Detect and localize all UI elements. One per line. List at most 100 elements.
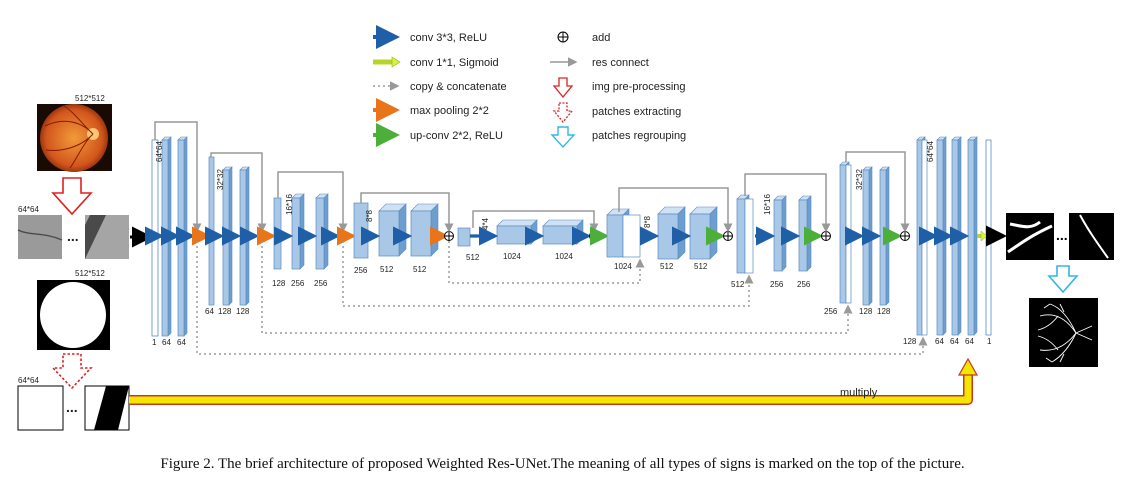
legend-add: add (557, 31, 610, 44)
enc1-block-1-side (167, 136, 172, 337)
segmented-output-image (1029, 298, 1098, 367)
skip-copy-line-2 (261, 241, 853, 334)
fundus-image (40, 104, 108, 172)
enc1-res-line (154, 121, 202, 233)
dec1-ch-label-2: 64 (935, 337, 944, 346)
enc3-size-label: 16*16 (285, 194, 294, 215)
dec4-block-2-side (709, 206, 718, 260)
dec1-copied-block (921, 139, 928, 336)
dec2-ch-label-2: 128 (859, 307, 873, 316)
bott-block-2 (542, 225, 578, 245)
dec4-ch-label-1: 1024 (614, 262, 632, 271)
output-ellipsis: ... (1056, 227, 1068, 243)
bott-ch-label-1: 512 (466, 253, 480, 262)
legend-add-label: add (592, 32, 610, 44)
dec4-size-label: 8*8 (643, 215, 652, 228)
legend-conv33: conv 3*3, ReLU (373, 25, 487, 49)
dec3-block-2 (798, 199, 808, 272)
legend-maxpool: max pooling 2*2 (373, 98, 489, 122)
vessel-map (1037, 303, 1093, 363)
legend-patch-regroup: patches regrouping (550, 126, 686, 149)
enc4-block-2 (410, 210, 432, 257)
output-patch-2 (1069, 213, 1114, 260)
dec1-block-3-side (973, 136, 978, 336)
dec1-ch-label-3: 64 (950, 337, 959, 346)
legend-upconv: up-conv 2*2, ReLU (373, 123, 503, 147)
skip-copy-line-4 (448, 241, 645, 284)
enc1-block-1 (161, 139, 169, 337)
enc2-block-1-side (228, 166, 233, 306)
patch-ellipsis: ... (67, 228, 79, 244)
dec2-block-2 (879, 169, 887, 306)
dec3-block-2-side (806, 195, 812, 272)
dec1-ch-label-4: 64 (965, 337, 974, 346)
enc3-ch-label-2: 256 (291, 279, 305, 288)
dec3-size-label: 16*16 (763, 194, 772, 215)
legend-preproc-label: img pre-processing (592, 81, 686, 93)
dec2-block-2-side (885, 166, 890, 306)
enc1-input-plane (151, 139, 159, 337)
legend-res-label: res connect (592, 57, 649, 69)
mask-image (40, 282, 106, 348)
legend-copy-label: copy & concatenate (410, 81, 507, 93)
enc4-block-1 (378, 210, 400, 257)
enc4-block-1-side (398, 203, 407, 257)
enc2-ch-label-3: 128 (236, 307, 250, 316)
dec1-block-3 (967, 139, 975, 336)
enc2-block-2-side (245, 166, 250, 306)
dec2-ch-label-3: 128 (877, 307, 891, 316)
enc4-ch-label-3: 512 (413, 265, 427, 274)
dec1-concat-block (916, 139, 923, 336)
dec4-copied-block (622, 214, 641, 258)
legend-patch-extract-label: patches extracting (592, 106, 681, 118)
enc1-block-2 (177, 139, 185, 337)
enc4-ch-label-1: 256 (354, 266, 368, 275)
dec2-copied-block (845, 164, 852, 304)
mask-patch-size-label: 64*64 (18, 376, 39, 385)
dec4-res-line (618, 187, 733, 233)
dec4-block-1 (657, 213, 679, 260)
multiply-label: multiply (840, 387, 878, 399)
skip-copy-line-3 (342, 241, 754, 307)
enc4-ch-label-2: 512 (380, 265, 394, 274)
regroup-arrow-icon (1047, 265, 1079, 294)
dec3-concat-block (736, 198, 746, 274)
enc3-ch-label-1: 128 (272, 279, 286, 288)
enc4-res-line (360, 192, 454, 233)
dec3-ch-label-1: 512 (731, 280, 745, 289)
enc1-ch-label-3: 64 (177, 338, 186, 347)
legend-copy: copy & concatenate (373, 81, 507, 93)
dec1-block-2 (951, 139, 959, 336)
patch-extract-arrow-icon (51, 353, 93, 390)
bott-res-line (472, 210, 599, 233)
legend: conv 3*3, ReLU conv 1*1, Sigmoid copy & … (373, 25, 686, 149)
legend-maxpool-label: max pooling 2*2 (410, 105, 489, 117)
input-section: 512*512 64*64 ... 512*512 64*64 ... (17, 94, 153, 431)
bott-ch-label-2: 1024 (503, 252, 521, 261)
legend-patch-extract: patches extracting (552, 102, 681, 124)
bott-block-1 (496, 225, 532, 245)
dec1-block-1 (936, 139, 944, 336)
enc2-res-line (210, 152, 267, 233)
patch-size-label: 64*64 (18, 205, 39, 214)
enc2-size-label: 32*32 (216, 169, 225, 190)
dec2-ch-label-1: 256 (824, 307, 838, 316)
legend-patch-regroup-label: patches regrouping (592, 130, 686, 142)
bott-block-1-top (496, 219, 538, 227)
skip-copy-line-1 (196, 241, 928, 355)
enc1-block-2-side (183, 136, 188, 337)
enc4-block-2-side (430, 203, 439, 257)
enc4-size-label: 8*8 (365, 209, 374, 222)
dec1-ch-label-5: 1 (987, 337, 992, 346)
input-size-label: 512*512 (75, 94, 105, 103)
dec2-size-label: 32*32 (855, 169, 864, 190)
mask-patch-1 (17, 385, 64, 431)
legend-conv11: conv 1*1, Sigmoid (373, 56, 499, 69)
dec3-ch-label-2: 256 (770, 280, 784, 289)
legend-res: res connect (550, 57, 649, 69)
dec1-output-plane (985, 139, 992, 336)
enc3-block-1-side (299, 193, 305, 270)
dec3-block-1 (773, 199, 783, 272)
